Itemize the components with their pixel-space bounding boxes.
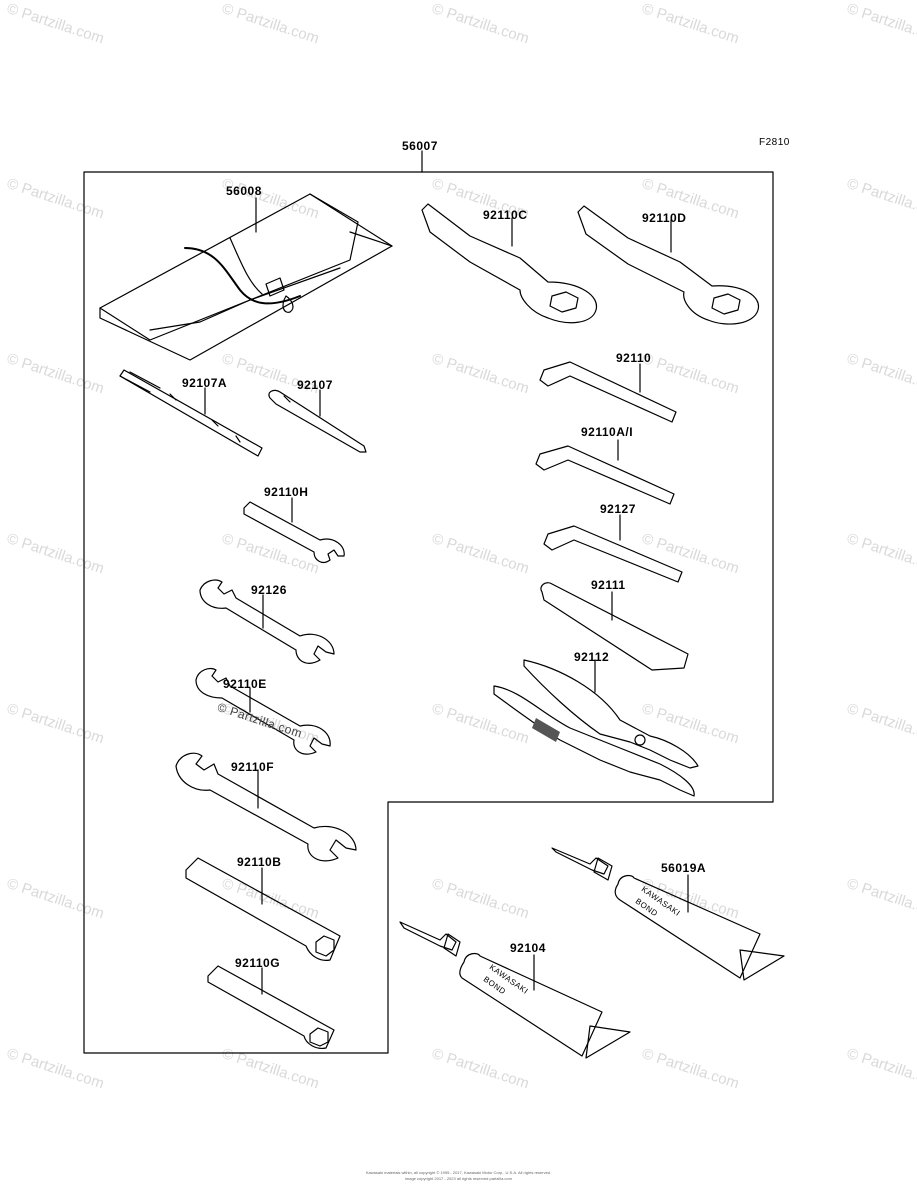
part-label-92104: 92104 — [510, 941, 546, 955]
open-wrench-icon-92126 — [199, 579, 335, 664]
part-label-92110: 92110 — [616, 351, 652, 365]
part-label-92126: 92126 — [251, 583, 287, 597]
part-label-56019a: 56019A — [661, 861, 707, 875]
copyright-line-1: Kawasaki materials within, all copyright… — [365, 1170, 552, 1175]
bond-tube-icon-92104 — [399, 921, 631, 1059]
hex-key-icon-92110 — [539, 361, 677, 423]
part-label-92110e: 92110E — [223, 677, 267, 691]
part-label-92110f: 92110F — [231, 760, 275, 774]
bond-tube-icon-56019a — [551, 847, 785, 981]
copyright-line-2: image copyright 2017 - 2023 all rights r… — [405, 1176, 512, 1181]
assembly-frame — [83, 171, 774, 1054]
socket-wrench-icon-92110b — [185, 857, 341, 961]
part-label-56008: 56008 — [226, 184, 262, 198]
part-label-92110h: 92110H — [264, 485, 309, 499]
part-label-92107: 92107 — [297, 378, 333, 392]
assembly-part-number: 56007 — [402, 139, 438, 153]
part-label-92112: 92112 — [574, 650, 610, 664]
part-label-92110b: 92110B — [237, 855, 282, 869]
part-label-92110a-i: 92110A/I — [581, 425, 634, 439]
open-wrench-icon-92110f — [175, 752, 357, 862]
part-label-92110g: 92110G — [235, 956, 281, 970]
open-wrench-icon-92110h — [243, 497, 345, 564]
open-wrench-icon-92110e — [195, 667, 331, 755]
socket-wrench-icon-92110g — [207, 965, 335, 1049]
hex-key-icon-92127 — [543, 514, 683, 583]
tool-bag-icon — [99, 193, 393, 361]
hex-key-icon-92110a-i — [535, 439, 675, 505]
screwdriver-icon-92107a — [119, 369, 263, 457]
part-label-92111: 92111 — [591, 578, 626, 592]
handle-bar-icon-92111 — [540, 582, 689, 671]
part-label-92110d: 92110D — [642, 211, 687, 225]
screwdriver-icon-92107 — [268, 389, 367, 453]
pliers-icon-92112 — [493, 659, 699, 797]
figure-code: F2810 — [759, 137, 790, 148]
box-wrench-icon-92110d — [577, 205, 760, 325]
part-label-92127: 92127 — [600, 502, 636, 516]
part-label-92107a: 92107A — [182, 376, 228, 390]
box-wrench-icon-92110c — [421, 203, 598, 324]
part-label-92110c: 92110C — [483, 208, 528, 222]
